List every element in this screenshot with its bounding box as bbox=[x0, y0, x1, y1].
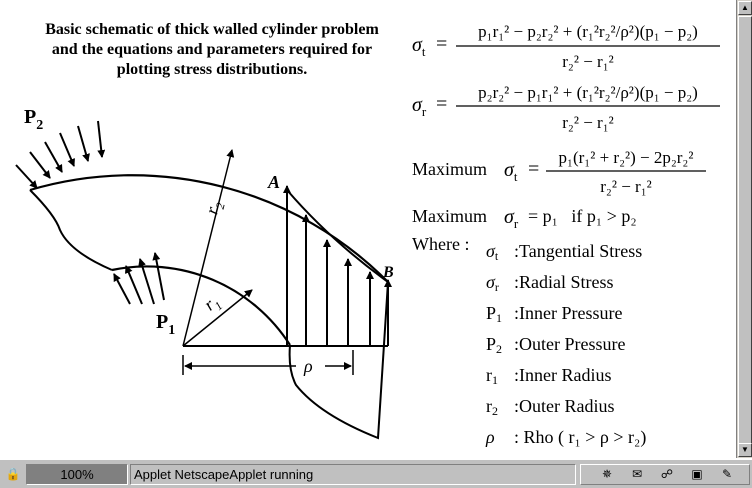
title-line-2: and the equations and parameters require… bbox=[51, 41, 373, 58]
zoom-level: 100% bbox=[60, 467, 94, 482]
editor-icon[interactable]: ✎ bbox=[721, 467, 733, 481]
legend-symbol: r2 bbox=[486, 396, 498, 418]
lock-icon[interactable]: 🔒 bbox=[5, 467, 21, 481]
legend-text: :Inner Pressure bbox=[514, 303, 623, 323]
eq-tangential-equals: = bbox=[436, 33, 447, 55]
eq-max-t-num: p₁(r₁² + r₂²) − 2p₂r₂² bbox=[559, 148, 694, 167]
eq-max-r-label: Maximum bbox=[412, 206, 487, 226]
applet-canvas: Basic schematic of thick walled cylinder… bbox=[0, 0, 736, 458]
label-p2: P2 bbox=[24, 106, 43, 133]
legend-item: ρ : Rho ( r₁ > ρ > r₂) bbox=[486, 422, 646, 453]
eq-max-t-den: r₂² − r₁² bbox=[600, 177, 651, 196]
eq-radial-equals: = bbox=[436, 93, 447, 115]
outer-pressure-arrows bbox=[15, 120, 106, 189]
legend-symbol: P2 bbox=[486, 334, 503, 356]
legend-text: :Outer Pressure bbox=[514, 334, 626, 354]
legend-item: r1 :Inner Radius bbox=[486, 360, 646, 391]
eq-radial-lhs: σr bbox=[412, 94, 427, 119]
eq-radial-den: r₂² − r₁² bbox=[562, 113, 613, 132]
cylinder-schematic: P2 P1 r2 r1 A B ρ bbox=[15, 106, 394, 440]
legend-item: σt :Tangential Stress bbox=[486, 236, 646, 267]
stress-arrows bbox=[283, 185, 392, 346]
discussions-icon[interactable]: ☍ bbox=[660, 467, 674, 481]
legend-text: :Radial Stress bbox=[514, 272, 614, 292]
legend-text: :Inner Radius bbox=[514, 365, 612, 385]
radius-r1-line bbox=[182, 289, 253, 347]
label-r1: r1 bbox=[200, 291, 225, 318]
legend-text: : Rho ( r₁ > ρ > r₂) bbox=[514, 427, 647, 447]
label-a: A bbox=[267, 172, 280, 192]
status-message: Applet NetscapeApplet running bbox=[130, 464, 576, 485]
legend-symbol: ρ bbox=[486, 427, 495, 447]
inner-wall-arc bbox=[111, 265, 291, 346]
scroll-down-button[interactable]: ▼ bbox=[738, 443, 752, 457]
legend-symbol: P1 bbox=[486, 303, 503, 325]
outer-wall-arc bbox=[29, 174, 389, 283]
left-section-line bbox=[29, 189, 113, 271]
eq-tangential-num: p₁r₁² − p₂r₂² + (r₁²r₂²/ρ²)(p₁ − p₂) bbox=[478, 22, 698, 41]
navigator-icon[interactable]: ✵ bbox=[601, 467, 613, 481]
legend-text: :Outer Radius bbox=[514, 396, 615, 416]
legend-symbol: r1 bbox=[486, 365, 498, 387]
label-rho: ρ bbox=[303, 356, 313, 376]
legend-item: σr :Radial Stress bbox=[486, 267, 646, 298]
scroll-up-button[interactable]: ▲ bbox=[738, 1, 752, 15]
description-title: Basic schematic of thick walled cylinder… bbox=[12, 20, 412, 80]
eq-max-r-lhs: σr bbox=[504, 206, 519, 231]
where-label: Where : bbox=[412, 234, 470, 254]
legend-item: r2 :Outer Radius bbox=[486, 391, 646, 422]
equations-panel: σt = p₁r₁² − p₂r₂² + (r₁²r₂²/ρ²)(p₁ − p₂… bbox=[412, 22, 720, 231]
radius-r2-line bbox=[182, 149, 235, 347]
legend-text: :Tangential Stress bbox=[514, 241, 643, 261]
eq-max-t-label: Maximum bbox=[412, 159, 487, 179]
mail-icon[interactable]: ✉ bbox=[631, 467, 643, 481]
eq-radial-num: p₂r₂² − p₁r₁² + (r₁²r₂²/ρ²)(p₁ − p₂) bbox=[478, 83, 698, 102]
eq-max-t-lhs: σt bbox=[504, 159, 518, 184]
label-b: B bbox=[382, 264, 394, 281]
component-bar bbox=[580, 464, 750, 485]
legend-symbol: σt bbox=[486, 241, 499, 263]
composer-icon[interactable]: ▣ bbox=[691, 467, 703, 481]
stress-curve bbox=[286, 189, 389, 283]
inner-pressure-arrows bbox=[113, 252, 165, 305]
status-bar: 🔒 100% Applet NetscapeApplet running ✵ ✉… bbox=[0, 458, 752, 488]
legend-item: P1 :Inner Pressure bbox=[486, 298, 646, 329]
scroll-thumb[interactable] bbox=[738, 16, 752, 446]
eq-tangential-den: r₂² − r₁² bbox=[562, 52, 613, 71]
legend-symbol: σr bbox=[486, 272, 499, 294]
right-section-line bbox=[288, 281, 389, 440]
label-r2: r2 bbox=[201, 199, 227, 217]
eq-tangential-lhs: σt bbox=[412, 34, 426, 59]
title-line-1: Basic schematic of thick walled cylinder… bbox=[45, 21, 379, 38]
eq-max-r-rhs: = p₁ if p₁ > p₂ bbox=[528, 206, 637, 226]
title-line-3: plotting stress distributions. bbox=[116, 61, 308, 78]
vertical-scrollbar[interactable]: ▲ ▼ bbox=[736, 0, 752, 458]
label-p1: P1 bbox=[156, 311, 175, 338]
progress-indicator: 100% bbox=[26, 464, 128, 485]
legend-item: P2 :Outer Pressure bbox=[486, 329, 646, 360]
eq-max-t-equals: = bbox=[528, 158, 539, 180]
